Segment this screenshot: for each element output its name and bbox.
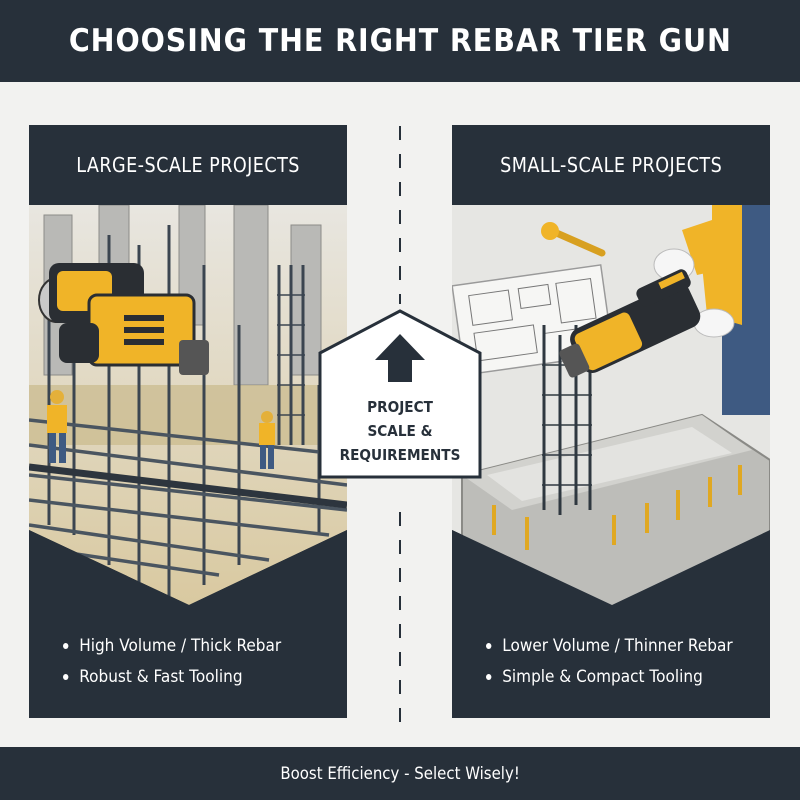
bullet-text: Robust & Fast Tooling — [79, 666, 243, 687]
list-item: Simple & Compact Tooling — [486, 661, 733, 692]
small-scale-bullets: Lower Volume / Thinner Rebar Simple & Co… — [486, 630, 760, 692]
arrow-up-icon — [375, 334, 425, 382]
large-tier-gun — [38, 263, 209, 375]
wrench-icon — [548, 227, 606, 257]
stakes — [492, 465, 742, 550]
small-scale-heading: SMALL-SCALE PROJECTS — [452, 125, 770, 205]
list-item: High Volume / Thick Rebar — [63, 630, 281, 661]
page-title: CHOOSING THE RIGHT REBAR TIER GUN — [68, 23, 732, 59]
divider-top — [399, 126, 401, 304]
large-scale-panel: LARGE-SCALE PROJECTS — [29, 125, 347, 718]
worker-left — [47, 390, 67, 463]
center-line: SCALE & — [367, 422, 433, 440]
small-scale-illustration — [452, 205, 770, 718]
large-scale-illustration — [29, 205, 347, 718]
worker-right — [259, 411, 275, 469]
bullet-text: Simple & Compact Tooling — [502, 666, 703, 687]
small-scale-heading-text: SMALL-SCALE PROJECTS — [499, 153, 723, 177]
bullet-dot — [63, 642, 69, 649]
small-scale-panel: SMALL-SCALE PROJECTS — [452, 125, 770, 718]
bullet-dot — [486, 642, 492, 649]
worker-hands — [653, 205, 770, 415]
center-line: REQUIREMENTS — [339, 446, 461, 464]
large-scale-heading: LARGE-SCALE PROJECTS — [29, 125, 347, 205]
title-bar: CHOOSING THE RIGHT REBAR TIER GUN — [0, 0, 800, 82]
large-scale-bullets: High Volume / Thick Rebar Robust & Fast … — [63, 630, 305, 692]
center-line: PROJECT — [367, 398, 433, 416]
bullet-text: High Volume / Thick Rebar — [79, 635, 282, 656]
footer-text: Boost Efficiency - Select Wisely! — [280, 763, 520, 784]
divider-bottom — [399, 512, 401, 724]
bullet-dot — [63, 673, 69, 680]
center-label: PROJECT SCALE & REQUIREMENTS — [317, 395, 483, 467]
bullet-dot — [486, 673, 492, 680]
compact-tier-gun — [559, 269, 701, 378]
large-scale-heading-text: LARGE-SCALE PROJECTS — [76, 153, 300, 177]
bullet-text: Lower Volume / Thinner Rebar — [502, 635, 733, 656]
list-item: Lower Volume / Thinner Rebar — [486, 630, 733, 661]
center-badge — [318, 309, 482, 479]
list-item: Robust & Fast Tooling — [63, 661, 281, 692]
footer-bar: Boost Efficiency - Select Wisely! — [0, 747, 800, 800]
